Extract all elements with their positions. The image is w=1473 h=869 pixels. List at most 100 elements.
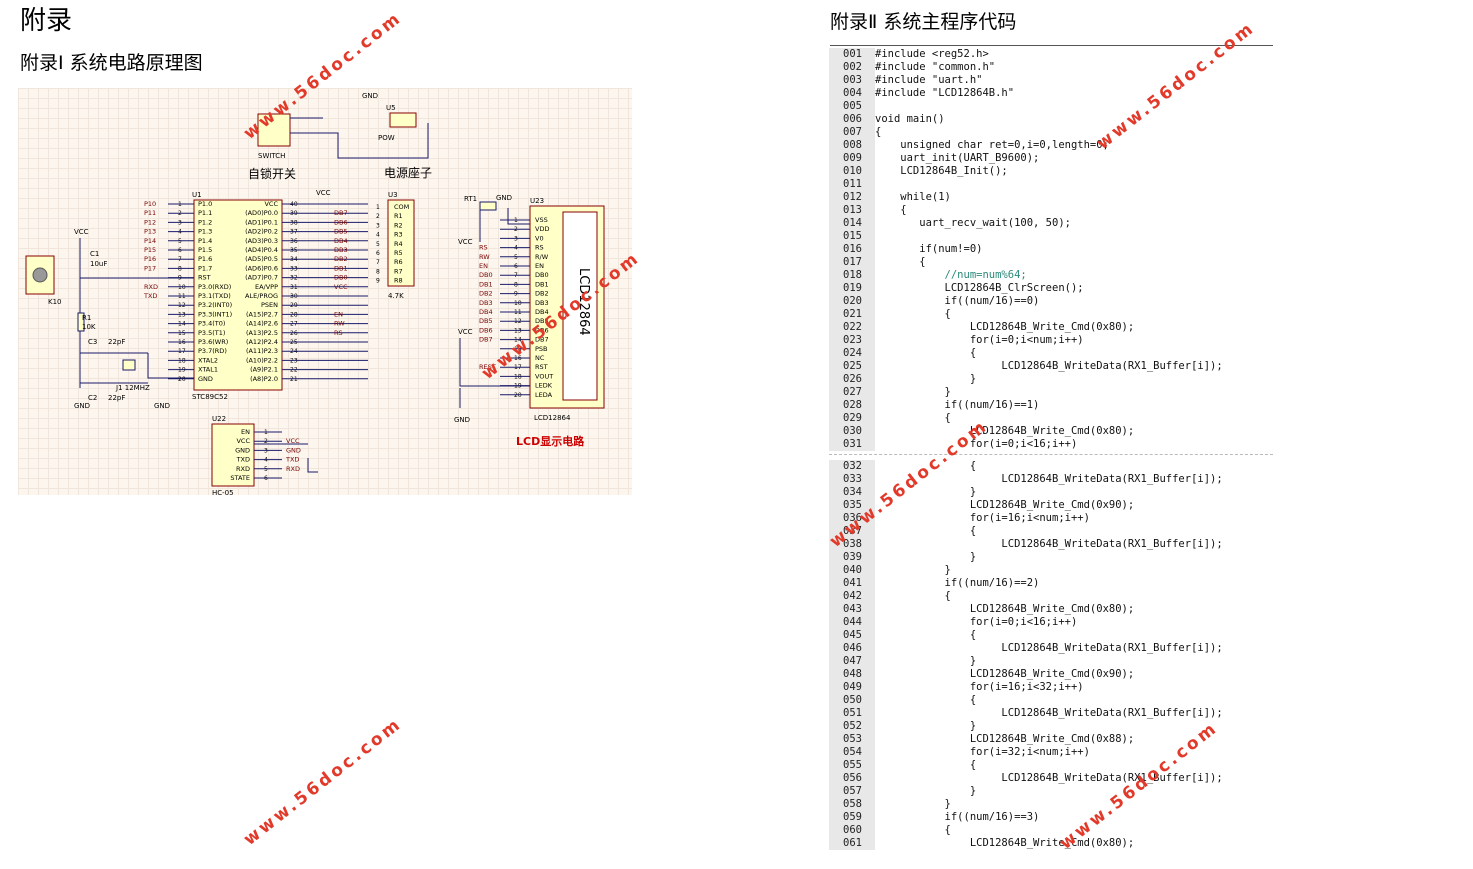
code-line: 061 LCD12864B_Write_Cmd(0x80); — [829, 837, 1273, 850]
code-text: { — [875, 824, 951, 836]
code-text: } — [875, 386, 951, 398]
mcu-pin-label: (AD0)P0.0 — [245, 209, 278, 217]
code-text: for(i=16;i<num;i++) — [875, 512, 1090, 524]
lcd-pin-label: DB3 — [535, 299, 549, 307]
net-label: DB1 — [479, 280, 493, 288]
lcd-pin-label: DB1 — [535, 280, 549, 288]
mcu-pin-label: (AD4)P0.4 — [245, 246, 278, 254]
code-text: for(i=0;i<num;i++) — [875, 334, 1084, 346]
net-label: DB4 — [334, 237, 348, 245]
mcu-pin-label: (A10)P2.2 — [246, 356, 278, 364]
net-label: P12 — [144, 218, 156, 226]
line-number: 049 — [843, 681, 862, 693]
code-line: 012 while(1) — [829, 191, 1273, 204]
mcu-pin-label: P3.0(RXD) — [198, 283, 231, 291]
code-line: 044 for(i=0;i<16;i++) — [829, 616, 1273, 629]
line-number: 027 — [843, 386, 862, 398]
code-text: { — [875, 308, 951, 320]
code-text: { — [875, 460, 977, 472]
code-line: 036 for(i=16;i<num;i++) — [829, 512, 1273, 525]
code-line: 007{ — [829, 126, 1273, 139]
lcd-pin-label: RST — [535, 363, 548, 371]
line-number: 061 — [843, 837, 862, 849]
schematic-label: GND — [454, 416, 470, 424]
schematic-label: STC89C52 — [192, 393, 228, 401]
net-label: DB7 — [334, 209, 348, 217]
code-text: LCD12864B_Write_Cmd(0x80); — [875, 425, 1135, 437]
lcd-pin-label: DB0 — [535, 271, 549, 279]
lcd-pin-label: VSS — [535, 216, 548, 224]
code-line: 047 } — [829, 655, 1273, 668]
code-text: while(1) — [875, 191, 951, 203]
net-label: DB6 — [479, 326, 493, 334]
lcd-pin-label: V0 — [535, 234, 544, 242]
schematic-label: C2 — [88, 394, 97, 402]
code-line: 002#include "common.h" — [829, 61, 1273, 74]
pin-number: 3 — [376, 222, 380, 229]
code-text: } — [875, 720, 977, 732]
pin-number: 8 — [376, 268, 380, 275]
schematic-label: LCD12864 — [534, 414, 571, 422]
code-text: } — [875, 785, 977, 797]
u3-pin-label: R6 — [394, 258, 403, 266]
appendix-1-title: 附录Ⅰ 系统电路原理图 — [20, 52, 203, 74]
pin-number: 4 — [376, 232, 380, 239]
net-label: REST — [479, 363, 496, 371]
net-label: EN — [334, 310, 343, 318]
net-label: DB0 — [479, 271, 493, 279]
line-number: 003 — [843, 74, 862, 86]
line-number: 023 — [843, 334, 862, 346]
code-text: } — [875, 564, 951, 576]
u3-pin-label: R3 — [394, 231, 403, 239]
lcd-pin-label: DB6 — [535, 326, 549, 334]
code-text: uart_recv_wait(100, 50); — [875, 217, 1071, 229]
code-text: if(num!=0) — [875, 243, 983, 255]
code-line: 039 } — [829, 551, 1273, 564]
code-line: 031 for(i=0;i<16;i++) — [829, 438, 1273, 451]
code-text: { — [875, 256, 926, 268]
mcu-pin-label: VCC — [264, 200, 278, 208]
switch-caption: 自锁开关 — [248, 166, 296, 181]
code-line: 051 LCD12864B_WriteData(RX1_Buffer[i]); — [829, 707, 1273, 720]
line-number: 054 — [843, 746, 862, 758]
line-number: 056 — [843, 772, 862, 784]
code-line: 035 LCD12864B_Write_Cmd(0x90); — [829, 499, 1273, 512]
lcd-pin-label: R/W — [535, 253, 549, 261]
schematic-label: VCC — [316, 189, 331, 197]
mcu-pin-label: P3.7(RD) — [198, 347, 227, 355]
line-number: 010 — [843, 165, 862, 177]
code-line: 011 — [829, 178, 1273, 191]
mcu-pin-label: (AD7)P0.7 — [245, 274, 278, 282]
code-text: { — [875, 629, 977, 641]
lcd-pin-label: EN — [535, 262, 544, 270]
mcu-pin-label: XTAL2 — [198, 356, 218, 364]
schematic-label: U5 — [386, 104, 396, 112]
code-line: 016 if(num!=0) — [829, 243, 1273, 256]
schematic-label: 4.7K — [388, 292, 404, 300]
net-label: GND — [286, 446, 301, 454]
code-text: if((num/16)==2) — [875, 577, 1040, 589]
code-text: LCD12864B_Write_Cmd(0x80); — [875, 603, 1135, 615]
line-number: 035 — [843, 499, 862, 511]
line-number: 057 — [843, 785, 862, 797]
line-number: 011 — [843, 178, 862, 190]
code-line: 013 { — [829, 204, 1273, 217]
mcu-pin-label: (A9)P2.1 — [250, 366, 278, 374]
net-label: DB7 — [479, 336, 493, 344]
code-text: #include "uart.h" — [875, 74, 983, 86]
code-text: { — [875, 590, 951, 602]
net-label: P13 — [144, 228, 156, 236]
net-label: RXD — [286, 465, 300, 473]
code-line: 050 { — [829, 694, 1273, 707]
code-line: 060 { — [829, 824, 1273, 837]
line-number: 036 — [843, 512, 862, 524]
code-text: for(i=32;i<num;i++) — [875, 746, 1090, 758]
code-text: { — [875, 525, 977, 537]
mcu-pin-label: EA/VPP — [255, 283, 278, 291]
line-number: 015 — [843, 230, 862, 242]
line-number: 013 — [843, 204, 862, 216]
lcd-pin-label: VOUT — [535, 372, 553, 380]
schematic-label: K10 — [48, 298, 62, 306]
code-line: 022 LCD12864B_Write_Cmd(0x80); — [829, 321, 1273, 334]
line-number: 053 — [843, 733, 862, 745]
